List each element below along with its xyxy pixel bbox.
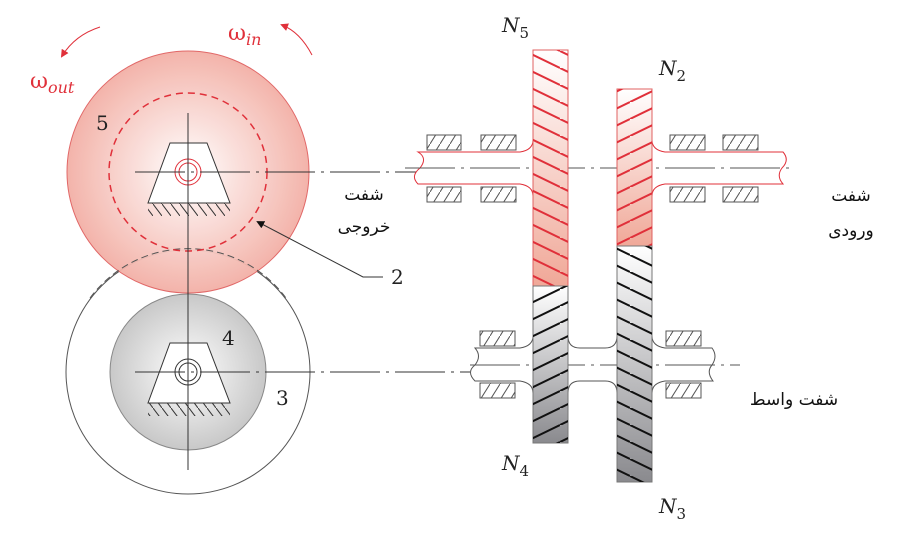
n4-label: N4 — [501, 451, 529, 480]
gear-2-label: 2 — [391, 265, 404, 289]
gear-3-label: 3 — [276, 386, 289, 410]
gear-2-leader — [256, 221, 383, 278]
gear-2-side — [616, 88, 653, 247]
output-shaft-label-1: شفت — [344, 185, 384, 205]
upper-bearing-support — [147, 142, 231, 216]
output-shaft-label-2: خروجی — [338, 217, 391, 237]
n2-label: N2 — [658, 56, 686, 85]
center-lines — [135, 113, 470, 470]
input-shaft-label-2: ورودی — [828, 221, 874, 241]
n3-label: N3 — [658, 494, 686, 523]
omega-out-label: ωout — [30, 69, 75, 97]
omega-in-label: ωin — [228, 21, 261, 49]
countershaft-label: شفت واسط — [750, 390, 838, 410]
n5-label: N5 — [501, 13, 529, 42]
gear-4-label: 4 — [222, 326, 235, 350]
upper-shaft — [414, 139, 787, 197]
bearings — [426, 134, 759, 399]
gear-5-label: 5 — [96, 111, 109, 135]
shaft-center-lines — [405, 167, 795, 366]
gear-3-side — [616, 245, 653, 483]
omega-out-arrow — [60, 26, 101, 58]
gear-5-side — [532, 49, 569, 287]
input-shaft-label-1: شفت — [831, 186, 871, 206]
omega-in-arrow — [280, 23, 313, 56]
gear-4-side — [532, 285, 569, 444]
